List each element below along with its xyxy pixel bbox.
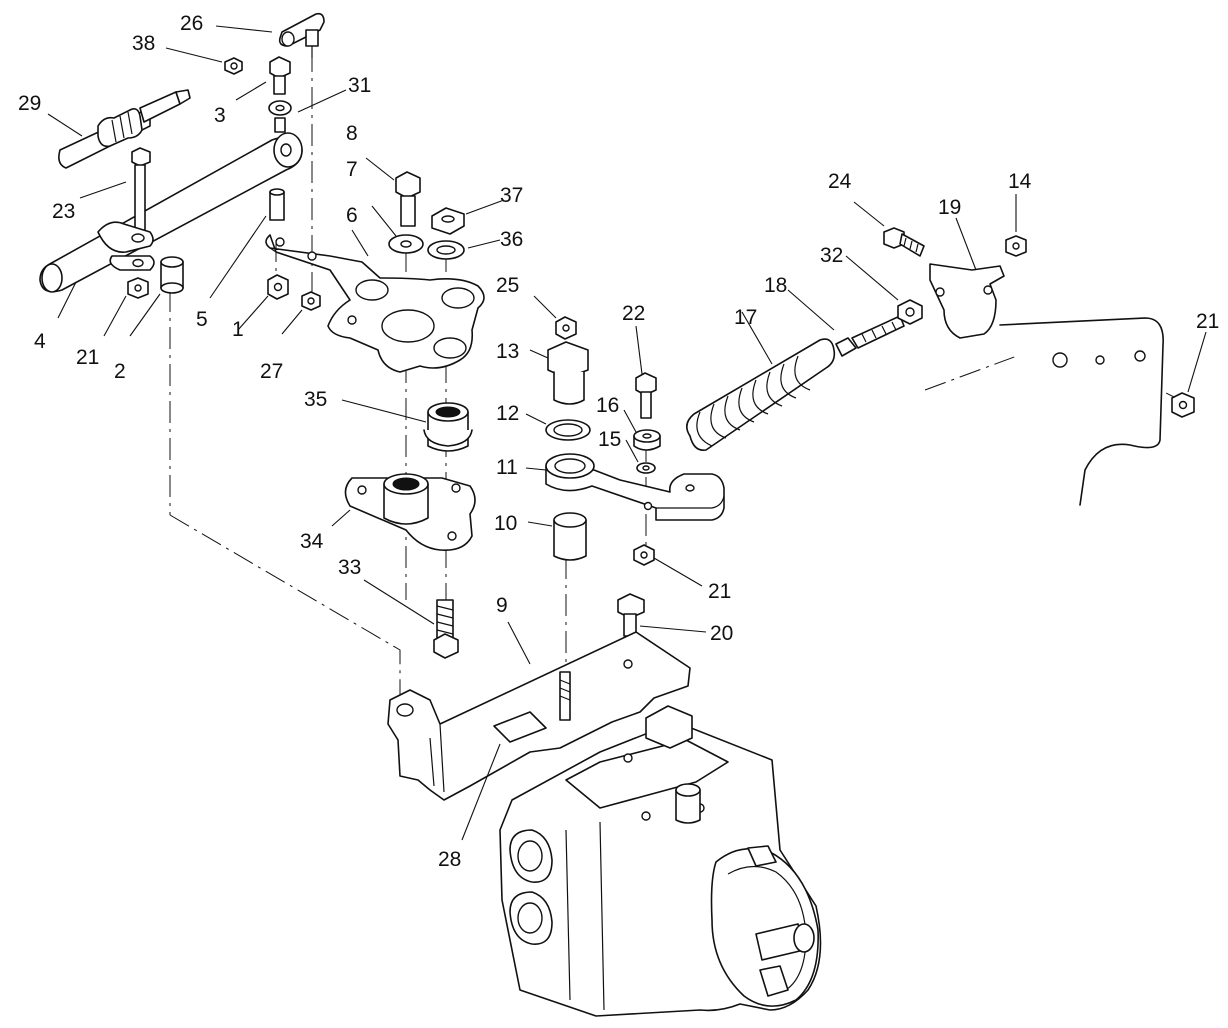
clamp-bracket bbox=[97, 221, 155, 271]
callout-34: 34 bbox=[300, 530, 324, 553]
callout-labels: 1 2 3 4 5 6 7 8 9 10 11 12 13 14 15 16 1… bbox=[18, 12, 1219, 871]
callout-8: 8 bbox=[346, 122, 358, 145]
callout-21-left: 21 bbox=[76, 346, 99, 369]
callout-31: 31 bbox=[348, 74, 371, 97]
callout-12: 12 bbox=[496, 402, 519, 425]
part-4-cable-housing bbox=[39, 132, 303, 293]
callout-26: 26 bbox=[180, 12, 203, 35]
callout-1: 1 bbox=[232, 318, 244, 341]
part-16-spacer bbox=[633, 429, 661, 451]
callout-11: 11 bbox=[496, 456, 518, 479]
callout-6: 6 bbox=[346, 204, 358, 227]
part-8-bolt bbox=[395, 171, 421, 227]
callout-9: 9 bbox=[496, 594, 508, 617]
part-5-pin bbox=[269, 188, 285, 221]
callout-27: 27 bbox=[260, 360, 283, 383]
part-25-nut bbox=[555, 316, 577, 340]
part-1-nut bbox=[267, 274, 289, 300]
part-9-mount-bracket bbox=[387, 631, 691, 801]
callout-14: 14 bbox=[1008, 170, 1032, 193]
part-3-bolt bbox=[269, 56, 291, 95]
hydraulic-pump bbox=[499, 705, 822, 1017]
part-15-washer bbox=[636, 462, 656, 474]
callout-29: 29 bbox=[18, 92, 41, 115]
callout-19: 19 bbox=[938, 196, 961, 219]
part-24-bolt bbox=[883, 227, 925, 257]
part-21-nut-right bbox=[1171, 392, 1195, 418]
part-29-cable bbox=[58, 89, 191, 169]
callout-32: 32 bbox=[820, 244, 843, 267]
part-32-nut bbox=[897, 299, 923, 325]
callout-16: 16 bbox=[596, 394, 619, 417]
part-7-washer bbox=[388, 234, 424, 254]
callout-25: 25 bbox=[496, 274, 519, 297]
callout-36: 36 bbox=[500, 228, 523, 251]
callout-23: 23 bbox=[52, 200, 75, 223]
part-21-nut-center bbox=[633, 544, 655, 566]
part-20-bolt bbox=[617, 593, 645, 637]
callout-18: 18 bbox=[764, 274, 787, 297]
part-12-washer bbox=[545, 419, 591, 441]
part-37-nut bbox=[431, 207, 465, 235]
callout-28: 28 bbox=[438, 848, 461, 871]
callout-3: 3 bbox=[214, 104, 226, 127]
frame-plate bbox=[999, 317, 1164, 506]
part-14-nut bbox=[1005, 235, 1027, 257]
callout-37: 37 bbox=[500, 184, 523, 207]
part-11-arm bbox=[545, 453, 725, 521]
part-17-spring bbox=[686, 338, 836, 452]
callout-4: 4 bbox=[34, 330, 46, 353]
callout-35: 35 bbox=[304, 388, 327, 411]
part-10-bushing bbox=[553, 512, 587, 561]
part-19-bracket bbox=[929, 263, 1005, 339]
part-2-spacer bbox=[160, 256, 184, 294]
part-18-eye-bolt bbox=[835, 315, 905, 357]
callout-21-center: 21 bbox=[708, 580, 731, 603]
callout-24: 24 bbox=[828, 170, 852, 193]
part-27-nut bbox=[301, 291, 321, 311]
callout-15: 15 bbox=[598, 428, 621, 451]
callout-7: 7 bbox=[346, 158, 358, 181]
part-22-bolt bbox=[635, 372, 657, 419]
part-36-washer bbox=[427, 240, 465, 260]
callout-10: 10 bbox=[494, 512, 517, 535]
callout-2: 2 bbox=[114, 360, 126, 383]
part-6-bellcrank-plate bbox=[265, 234, 485, 373]
part-38-nut bbox=[224, 57, 243, 75]
part-34-plate bbox=[344, 473, 476, 552]
part-35-flanged-bushing bbox=[423, 402, 473, 452]
callout-13: 13 bbox=[496, 340, 519, 363]
callout-5: 5 bbox=[196, 308, 208, 331]
part-26-rod-end bbox=[278, 12, 325, 58]
callout-22: 22 bbox=[622, 302, 645, 325]
callout-33: 33 bbox=[338, 556, 361, 579]
part-13-cap bbox=[547, 341, 589, 405]
callout-17: 17 bbox=[734, 306, 757, 329]
callout-38: 38 bbox=[132, 32, 155, 55]
part-31-washer bbox=[268, 100, 292, 133]
callout-21-right: 21 bbox=[1196, 310, 1219, 333]
part-33-bolt bbox=[433, 599, 459, 659]
leader-lines bbox=[47, 25, 1207, 841]
callout-20: 20 bbox=[710, 622, 733, 645]
part-21-nut-left bbox=[127, 277, 149, 299]
